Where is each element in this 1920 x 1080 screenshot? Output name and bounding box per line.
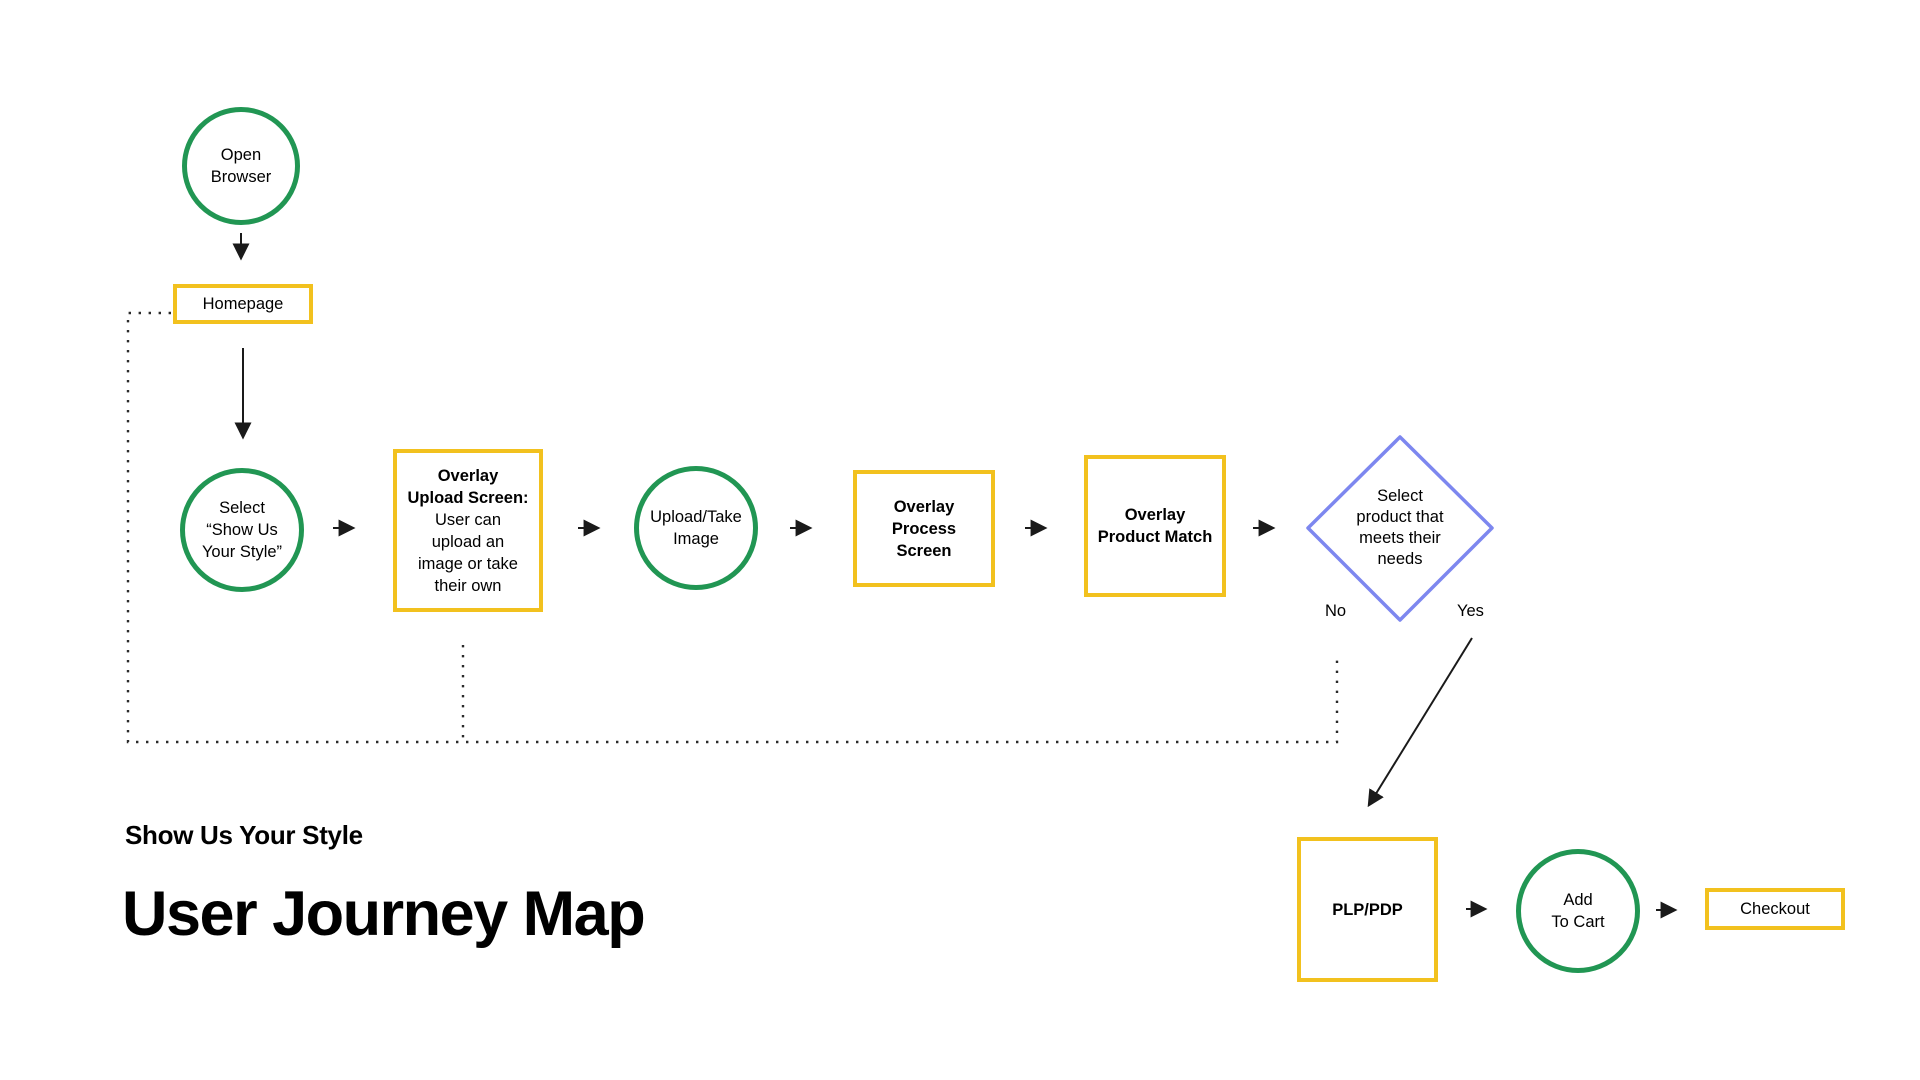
map-subtitle: Show Us Your Style bbox=[125, 820, 363, 850]
overlay-process-label: Overlay Process Screen bbox=[891, 497, 957, 560]
overlay-upload-body: User can upload an image or take their o… bbox=[418, 510, 518, 595]
select-style-label: Select “Show Us Your Style” bbox=[201, 499, 283, 561]
dotted-return-path bbox=[126, 311, 1339, 744]
arrow-yes-plppdp bbox=[1367, 637, 1473, 808]
flow-node-decision: Select product that meets their needs bbox=[1330, 482, 1470, 574]
overlay-product-match-label: Overlay Product Match bbox=[1097, 506, 1213, 546]
open-browser-label: Open Browser bbox=[210, 146, 272, 186]
decision-diamond-shape bbox=[1306, 435, 1494, 622]
flow-node-checkout: Checkout bbox=[1705, 888, 1845, 930]
flow-node-homepage: Homepage bbox=[173, 284, 313, 324]
flow-node-overlay-product-match: Overlay Product Match bbox=[1084, 455, 1226, 597]
flow-node-select-style: Select “Show Us Your Style” bbox=[180, 468, 304, 592]
decision-no-label: No bbox=[1325, 602, 1347, 620]
plp-pdp-label: PLP/PDP bbox=[1332, 900, 1403, 919]
upload-take-image-label: Upload/Take Image bbox=[650, 508, 742, 548]
flow-node-plp-pdp: PLP/PDP bbox=[1297, 837, 1438, 982]
flow-node-add-to-cart: Add To Cart bbox=[1516, 849, 1640, 973]
add-to-cart-label: Add To Cart bbox=[1551, 891, 1605, 931]
flow-node-overlay-upload-screen: Overlay Upload Screen: User can upload a… bbox=[393, 449, 543, 612]
homepage-label: Homepage bbox=[202, 295, 284, 313]
flow-node-overlay-process-screen: Overlay Process Screen bbox=[853, 470, 995, 587]
flow-node-upload-take-image: Upload/Take Image bbox=[634, 466, 758, 590]
checkout-label: Checkout bbox=[1740, 900, 1810, 918]
page-title: User Journey Map bbox=[122, 879, 646, 949]
flow-node-open-browser: Open Browser bbox=[182, 107, 300, 225]
decision-label: Select product that meets their needs bbox=[1356, 487, 1444, 568]
overlay-upload-title: Overlay Upload Screen: bbox=[407, 466, 529, 507]
decision-yes-label: Yes bbox=[1457, 602, 1484, 620]
